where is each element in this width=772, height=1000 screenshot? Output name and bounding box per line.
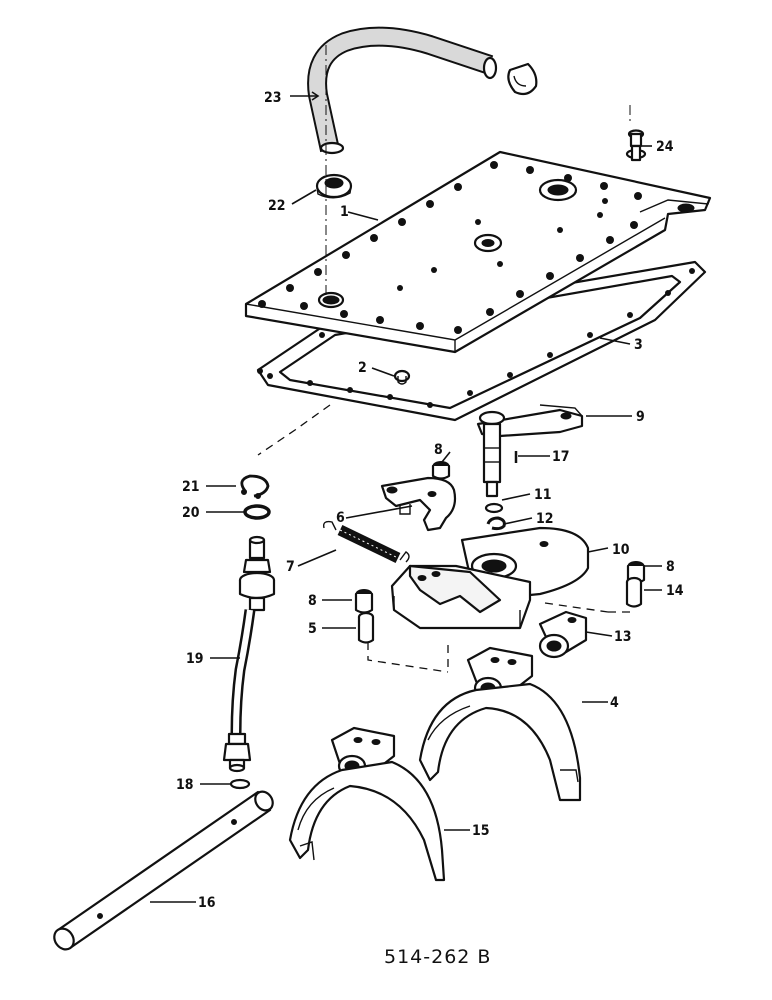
callout-8-left: 8 (308, 593, 317, 609)
callout-19: 19 (186, 651, 204, 667)
leader-lines (150, 91, 662, 903)
callout-14: 14 (666, 583, 684, 599)
part-21-circlip (240, 474, 270, 499)
callout-numbers: 23 22 24 1 2 3 9 8 17 11 6 12 10 7 8 14 … (176, 90, 684, 911)
callout-1: 1 (340, 204, 349, 220)
part-8-bushing-left (354, 589, 374, 614)
part-20-o-ring (243, 504, 271, 520)
part-13-selector-block (538, 610, 588, 659)
callout-7: 7 (286, 559, 295, 575)
part-4-shift-fork (418, 646, 582, 802)
callout-16: 16 (198, 895, 216, 911)
part-16-selector-rod (53, 790, 274, 951)
callout-22: 22 (268, 198, 286, 214)
callout-9: 9 (636, 409, 645, 425)
part-14-sleeve (625, 576, 643, 608)
dashed-guide-5 (367, 628, 449, 673)
part-22-grommet (315, 173, 353, 199)
part-10-selector-plate (390, 526, 590, 630)
part-1-cover-plate (244, 150, 712, 354)
callout-23: 23 (264, 90, 282, 106)
callout-8-upper: 8 (434, 442, 443, 458)
callout-4: 4 (610, 695, 619, 711)
dashed-guide-13 (544, 602, 609, 613)
dashed-guide-21 (257, 404, 331, 456)
callout-3: 3 (634, 337, 643, 353)
part-12-circlip (486, 516, 506, 531)
callout-20: 20 (182, 505, 200, 521)
part-23-hose (307, 26, 498, 155)
callout-18: 18 (176, 777, 194, 793)
callout-8-right: 8 (666, 559, 675, 575)
part-15-shift-fork (288, 726, 446, 882)
part-19-pipe (222, 535, 276, 773)
part-24-bolt (625, 105, 647, 162)
callout-24: 24 (656, 139, 674, 155)
part-8-bushing-upper (431, 461, 451, 480)
figure-reference: 514-262 B (384, 946, 491, 968)
callout-11: 11 (534, 487, 552, 503)
part-6-interlock-bracket (380, 476, 457, 532)
callout-5: 5 (308, 621, 317, 637)
part-7-spring (322, 520, 410, 563)
hose-clip (507, 62, 538, 96)
callout-13: 13 (614, 629, 632, 645)
part-2-pin (393, 369, 411, 385)
callout-15: 15 (472, 823, 490, 839)
part-11-washer (484, 502, 504, 514)
callout-2: 2 (358, 360, 367, 376)
callout-6: 6 (336, 510, 345, 526)
part-18-o-ring (229, 778, 251, 790)
part-5-detent-plunger (357, 611, 375, 644)
callout-21: 21 (182, 479, 200, 495)
callout-17: 17 (552, 449, 570, 465)
callout-10: 10 (612, 542, 630, 558)
callout-12: 12 (536, 511, 554, 527)
part-9-selector-lever (476, 404, 584, 498)
